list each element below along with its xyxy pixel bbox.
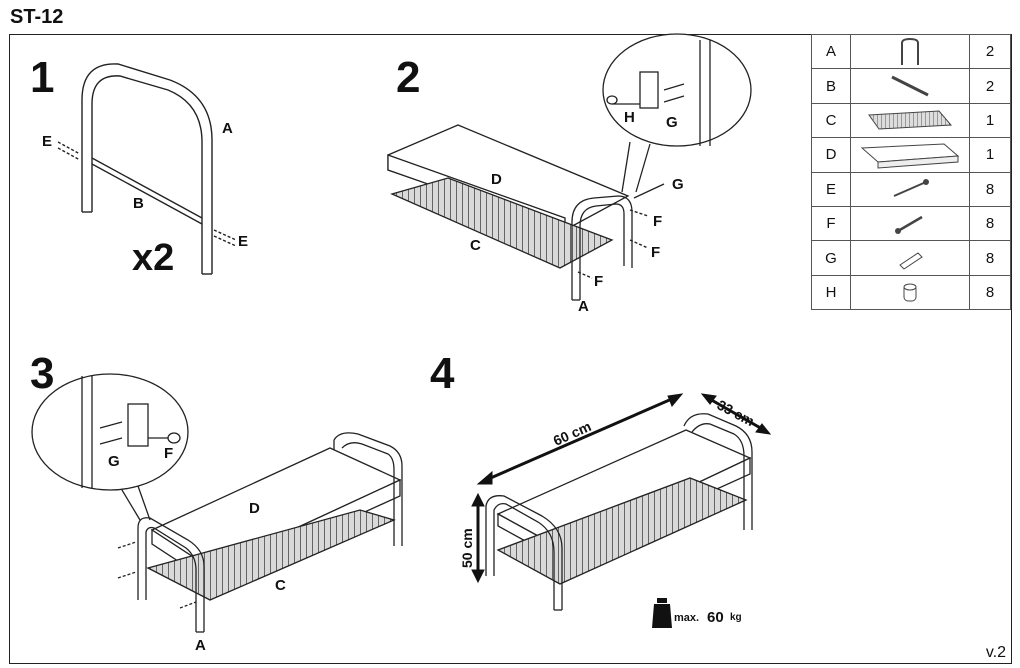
part-letter: H [811, 274, 851, 311]
label-f-mid: F [651, 244, 660, 261]
long-screw-icon [893, 179, 929, 198]
parts-row: C 1 [811, 102, 1011, 139]
step-3: 3 G F D C A [30, 349, 403, 654]
label-e-right: E [238, 233, 248, 250]
label-c: C [275, 577, 286, 594]
bench-upside-drawing [387, 124, 633, 301]
max-load-prefix: max. [674, 612, 699, 624]
part-letter: C [811, 102, 851, 139]
label-a: A [222, 120, 233, 137]
dimension-arrows [471, 393, 772, 584]
part-qty: 2 [969, 68, 1011, 104]
step-2-number: 2 [396, 53, 420, 102]
zoom-label-h: H [624, 109, 635, 126]
instruction-frame [9, 34, 1012, 664]
label-d: D [491, 171, 502, 188]
multiplier: x2 [132, 237, 174, 279]
step-1-number: 1 [30, 53, 54, 102]
part-qty: 8 [969, 274, 1011, 311]
part-qty: 8 [969, 171, 1011, 207]
step-1: 1 A B E E x2 [30, 53, 248, 279]
max-load-unit: kg [730, 612, 742, 623]
part-qty: 8 [969, 205, 1011, 242]
dimension-depth: 33 cm [715, 397, 758, 430]
step-4-number: 4 [430, 349, 455, 398]
barrel-nut-icon [903, 283, 917, 302]
parts-row: B 2 [811, 68, 1011, 104]
parts-list-table: A 2 B 2 C 1 D 1 E 8 F 8 G [811, 33, 1011, 311]
part-qty: 1 [969, 102, 1011, 139]
bench-final-drawing [485, 413, 753, 611]
bench-upright-drawing [115, 432, 403, 633]
zoom-label-g: G [108, 453, 120, 470]
step-4: 4 60 cm 33 cm 50 cm [430, 349, 772, 628]
label-c: C [470, 237, 481, 254]
parts-row: F 8 [811, 205, 1011, 242]
parts-row: E 8 [811, 171, 1011, 207]
dimension-length: 60 cm [551, 418, 594, 449]
parts-row: A 2 [811, 33, 1011, 70]
label-g: G [672, 176, 684, 193]
document-title: ST-12 [10, 6, 64, 28]
zoom-label-f: F [164, 445, 173, 462]
part-letter: A [811, 33, 851, 70]
step-2: 2 H G D C G F [387, 33, 752, 315]
part-letter: D [811, 137, 851, 173]
parts-row: G 8 [811, 240, 1011, 276]
u-frame-icon [901, 37, 919, 65]
zoom-circle-step-2 [602, 33, 752, 193]
parts-row: D 1 [811, 137, 1011, 173]
slatted-shelf-icon [868, 110, 953, 130]
part-qty: 8 [969, 240, 1011, 276]
u-frame-drawing [57, 63, 237, 275]
parts-row: H 8 [811, 274, 1011, 311]
wall-plug-icon [899, 252, 923, 270]
weight-icon [652, 598, 672, 628]
label-d: D [249, 500, 260, 517]
max-load-value: 60 [707, 609, 724, 626]
part-qty: 2 [969, 33, 1011, 70]
version-label: v.2 [985, 644, 1006, 661]
step-3-number: 3 [30, 349, 54, 398]
crossbar-icon [891, 75, 929, 97]
part-letter: B [811, 68, 851, 104]
zoom-label-g: G [666, 114, 678, 131]
part-letter: E [811, 171, 851, 207]
cushion-icon [860, 143, 960, 169]
label-a: A [195, 637, 206, 654]
label-f-bottom: F [594, 273, 603, 290]
zoom-circle-step-3 [31, 373, 189, 491]
label-b: B [133, 195, 144, 212]
label-f-top: F [653, 213, 662, 230]
bolt-icon [895, 215, 923, 234]
label-a: A [578, 298, 589, 315]
part-qty: 1 [969, 137, 1011, 173]
part-letter: F [811, 205, 851, 242]
step-2-leader-lines [577, 183, 665, 279]
dimension-height: 50 cm [459, 528, 475, 568]
label-e-left: E [42, 133, 52, 150]
part-letter: G [811, 240, 851, 276]
